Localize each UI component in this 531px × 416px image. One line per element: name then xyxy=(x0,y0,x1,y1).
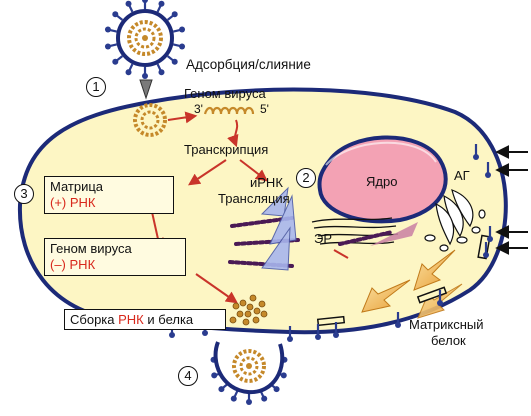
assembly-arrow xyxy=(195,273,238,304)
spike-head xyxy=(125,0,132,7)
genome-rna-type: РНК xyxy=(69,257,96,272)
membrane-spike-head xyxy=(437,300,443,306)
adsorption-label: Адсорбция/слияние xyxy=(186,57,311,72)
step-2-marker: 2 xyxy=(296,168,316,188)
step-4-marker: 4 xyxy=(178,366,198,386)
genome-box: Геном вируса (–) РНК xyxy=(44,238,186,276)
membrane-spike-head xyxy=(483,252,489,258)
membrane-spike-head xyxy=(487,236,493,242)
er-label: ЭР xyxy=(314,231,333,246)
template-rna-type: РНК xyxy=(69,195,96,210)
golgi-label: АГ xyxy=(454,168,470,183)
spike-head xyxy=(179,43,186,50)
assembling-virion-icon xyxy=(229,294,268,326)
end-3-label: 3' xyxy=(194,102,203,116)
assembly-word-1: Сборка xyxy=(70,312,115,327)
mrna-arrow xyxy=(239,159,268,182)
membrane-spike-head xyxy=(485,172,491,178)
glycoprotein-spikes xyxy=(169,144,493,342)
spike-head xyxy=(218,386,225,393)
spike-head xyxy=(142,0,148,3)
spike-head xyxy=(112,58,119,65)
genome-sign: (–) xyxy=(50,257,66,272)
end-5-label: 5' xyxy=(260,102,269,116)
membrane-spike-head xyxy=(169,332,175,338)
translation-label: Трансляция xyxy=(218,191,290,206)
matrix-protein-label-line2: белок xyxy=(431,333,466,348)
genome-top-label: Геном вируса xyxy=(184,86,266,101)
template-box-rna: (+) РНК xyxy=(50,196,96,209)
spike-head xyxy=(211,372,218,379)
nucleus xyxy=(317,135,448,224)
spike-head xyxy=(125,69,132,76)
er-line xyxy=(333,249,349,259)
template-box: Матрица (+) РНК xyxy=(44,176,174,214)
assembly-box: Сборка РНК и белка xyxy=(64,309,226,330)
spike-head xyxy=(246,399,252,405)
spike-head xyxy=(171,58,178,65)
nascent-protein-icon xyxy=(260,186,297,271)
membrane-spike-head xyxy=(333,332,339,338)
entry-arrow xyxy=(139,79,153,100)
membrane-spike-head xyxy=(395,322,401,328)
matrix-protein-label-line1: Матриксный xyxy=(409,317,484,332)
uncoat-arrow xyxy=(167,111,198,124)
template-sign: (+) xyxy=(50,195,67,210)
spike-head xyxy=(104,43,111,50)
transcription-arrow xyxy=(227,119,239,148)
spike-head xyxy=(171,11,178,18)
membrane-spike-head xyxy=(473,154,479,160)
step-3-marker: 3 xyxy=(14,184,34,204)
membrane-spike-head xyxy=(315,334,321,340)
spike-head xyxy=(158,0,165,7)
genome-box-rna: (–) РНК xyxy=(50,258,95,271)
assembly-word-3: и белка xyxy=(147,312,194,327)
nucleocapsid-icon xyxy=(133,103,167,137)
spike-head xyxy=(158,69,165,76)
nucleus-label: Ядро xyxy=(366,174,398,189)
step-1-marker: 1 xyxy=(86,77,106,97)
spike-head xyxy=(273,386,280,393)
spike-head xyxy=(104,26,111,33)
entering-virion-icon xyxy=(104,0,186,79)
spike-head xyxy=(142,73,148,79)
membrane-spike-head xyxy=(202,330,208,336)
assembly-box-label: Сборка РНК и белка xyxy=(70,313,193,326)
spike-head xyxy=(230,395,237,402)
template-box-title: Матрица xyxy=(50,179,104,194)
genome-box-title: Геном вируса xyxy=(50,241,132,256)
matrix-protein-patches xyxy=(316,234,491,327)
template-arrow xyxy=(188,159,227,186)
assembly-word-rna: РНК xyxy=(118,312,144,327)
er-ribosome-strand-icon xyxy=(338,230,394,246)
external-arrows xyxy=(495,145,528,255)
er-to-golgi-arrow xyxy=(370,222,418,246)
spike-head xyxy=(179,26,186,33)
budding-virion-icon xyxy=(210,341,288,405)
transcription-label: Транскрипция xyxy=(184,142,269,157)
spike-head xyxy=(261,395,268,402)
spike-head xyxy=(280,372,287,379)
golgi-icon xyxy=(424,189,486,252)
spike-head xyxy=(112,11,119,18)
genome-rna-icon xyxy=(203,106,255,115)
membrane-spike-head xyxy=(287,336,293,342)
er-icon xyxy=(311,217,399,245)
mrna-label: иРНК xyxy=(250,175,283,190)
